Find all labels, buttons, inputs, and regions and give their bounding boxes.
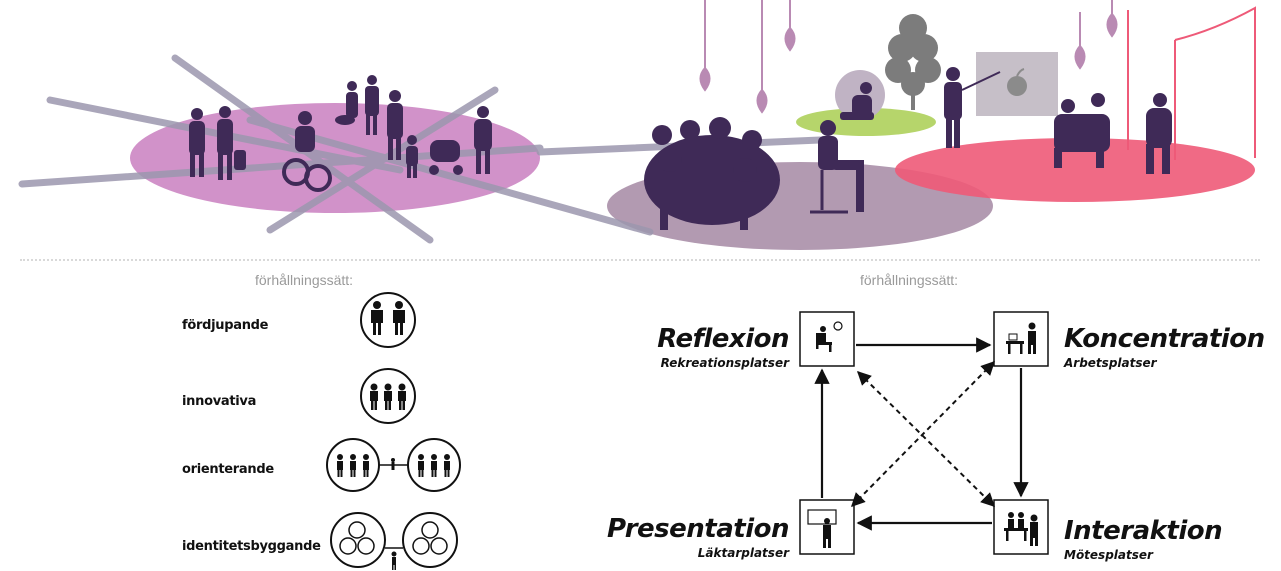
top-illustration bbox=[18, 0, 1256, 250]
mode-subtitle-presentation: Läktarplatser bbox=[697, 546, 789, 560]
approach-label-fordjupande: fördjupande bbox=[182, 318, 269, 333]
mode-diagram bbox=[799, 311, 1049, 555]
curtain-frame bbox=[1127, 6, 1256, 160]
approach-icon-orienterande bbox=[326, 438, 461, 492]
reflexion-icon bbox=[816, 321, 843, 352]
approach-icon-fordjupande bbox=[360, 292, 416, 348]
approach-icon-innovativa bbox=[360, 368, 416, 424]
mode-subtitle-koncentration: Arbetsplatser bbox=[1064, 356, 1157, 370]
mode-title-reflexion: Reflexion bbox=[657, 324, 789, 354]
tree bbox=[885, 14, 941, 110]
approach-label-orienterande: orienterande bbox=[182, 462, 274, 477]
approach-label-innovativa: innovativa bbox=[182, 394, 257, 409]
pendant-lamps bbox=[699, 0, 1118, 114]
mode-title-interaktion: Interaktion bbox=[1064, 516, 1223, 546]
cycle-arrows bbox=[814, 337, 1029, 531]
reflexion-box bbox=[799, 311, 855, 367]
mode-title-koncentration: Koncentration bbox=[1064, 324, 1265, 354]
section-divider bbox=[20, 259, 1260, 261]
mode-title-presentation: Presentation bbox=[606, 514, 790, 544]
mode-subtitle-reflexion: Rekreationsplatser bbox=[660, 356, 789, 370]
caption-right: förhållningssätt: bbox=[860, 272, 959, 288]
koncentration-box bbox=[993, 311, 1049, 367]
approach-icon-identitetsbyggande bbox=[330, 512, 458, 570]
approach-label-identitetsbyggande: identitetsbyggande bbox=[182, 539, 321, 554]
interaktion-icon bbox=[1004, 512, 1038, 546]
diagonal-arrows bbox=[851, 361, 995, 507]
people-silhouettes bbox=[189, 67, 1172, 230]
mode-subtitle-interaktion: Mötesplatser bbox=[1064, 548, 1153, 562]
presentation-icon bbox=[807, 509, 837, 548]
presentation-screen bbox=[976, 52, 1058, 116]
presentation-box bbox=[799, 499, 855, 555]
approach-icons bbox=[326, 292, 461, 570]
caption-left: förhållningssätt: bbox=[255, 272, 354, 288]
koncentration-icon bbox=[1006, 322, 1036, 354]
